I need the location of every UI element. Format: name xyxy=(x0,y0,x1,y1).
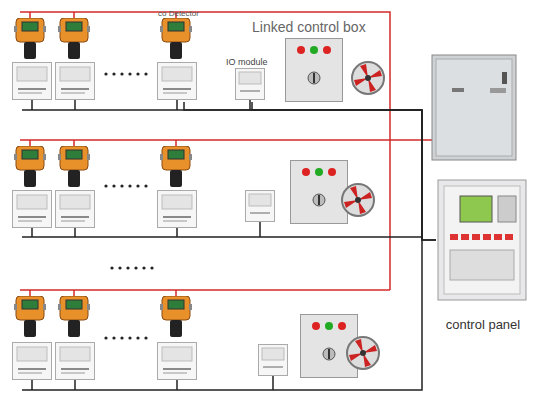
node-label: co Detector xyxy=(158,10,210,19)
io-module: IO module xyxy=(226,58,278,102)
gas-detector: co Detector xyxy=(158,10,210,102)
linked-control-box: Linked control box xyxy=(252,20,390,102)
row-3 xyxy=(13,110,423,390)
signal-wire xyxy=(184,102,436,240)
row-1 xyxy=(13,12,423,290)
node-label: Linked control box xyxy=(252,20,390,35)
node-label: control panel xyxy=(436,318,530,332)
row-ellipsis xyxy=(110,266,153,269)
node-label: IO module xyxy=(226,58,278,68)
control-panel-drawing xyxy=(438,180,526,300)
power-cabinet xyxy=(422,55,516,160)
control-panel: control panel xyxy=(436,180,530,332)
signal-wire xyxy=(252,102,436,240)
row-2 xyxy=(13,140,433,237)
